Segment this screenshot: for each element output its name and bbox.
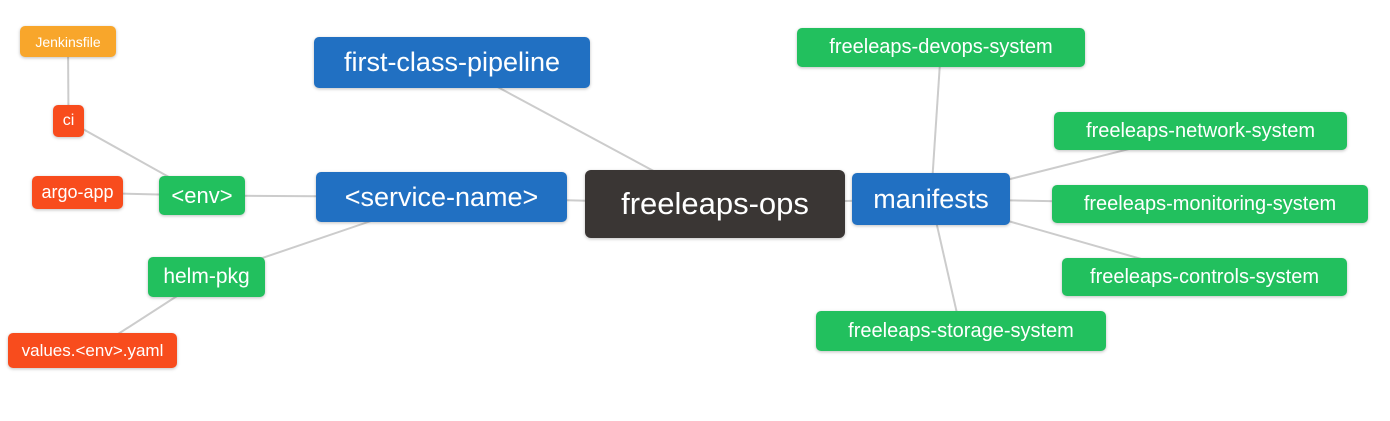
node-first-class-pipeline[interactable]: first-class-pipeline: [314, 37, 590, 88]
node-freeleaps-controls-system[interactable]: freeleaps-controls-system: [1062, 258, 1347, 296]
node-manifests[interactable]: manifests: [852, 173, 1010, 225]
node-freeleaps-network-system[interactable]: freeleaps-network-system: [1054, 112, 1347, 150]
node-service-name[interactable]: <service-name>: [316, 172, 567, 222]
node-argo-app[interactable]: argo-app: [32, 176, 123, 209]
node-env[interactable]: <env>: [159, 176, 245, 215]
node-ci[interactable]: ci: [53, 105, 84, 137]
node-freeleaps-monitoring-system[interactable]: freeleaps-monitoring-system: [1052, 185, 1368, 223]
node-freeleaps-devops-system[interactable]: freeleaps-devops-system: [797, 28, 1085, 67]
node-freeleaps-ops[interactable]: freeleaps-ops: [585, 170, 845, 238]
node-values-env-yaml[interactable]: values.<env>.yaml: [8, 333, 177, 368]
node-jenkinsfile[interactable]: Jenkinsfile: [20, 26, 116, 57]
node-helm-pkg[interactable]: helm-pkg: [148, 257, 265, 297]
node-freeleaps-storage-system[interactable]: freeleaps-storage-system: [816, 311, 1106, 351]
